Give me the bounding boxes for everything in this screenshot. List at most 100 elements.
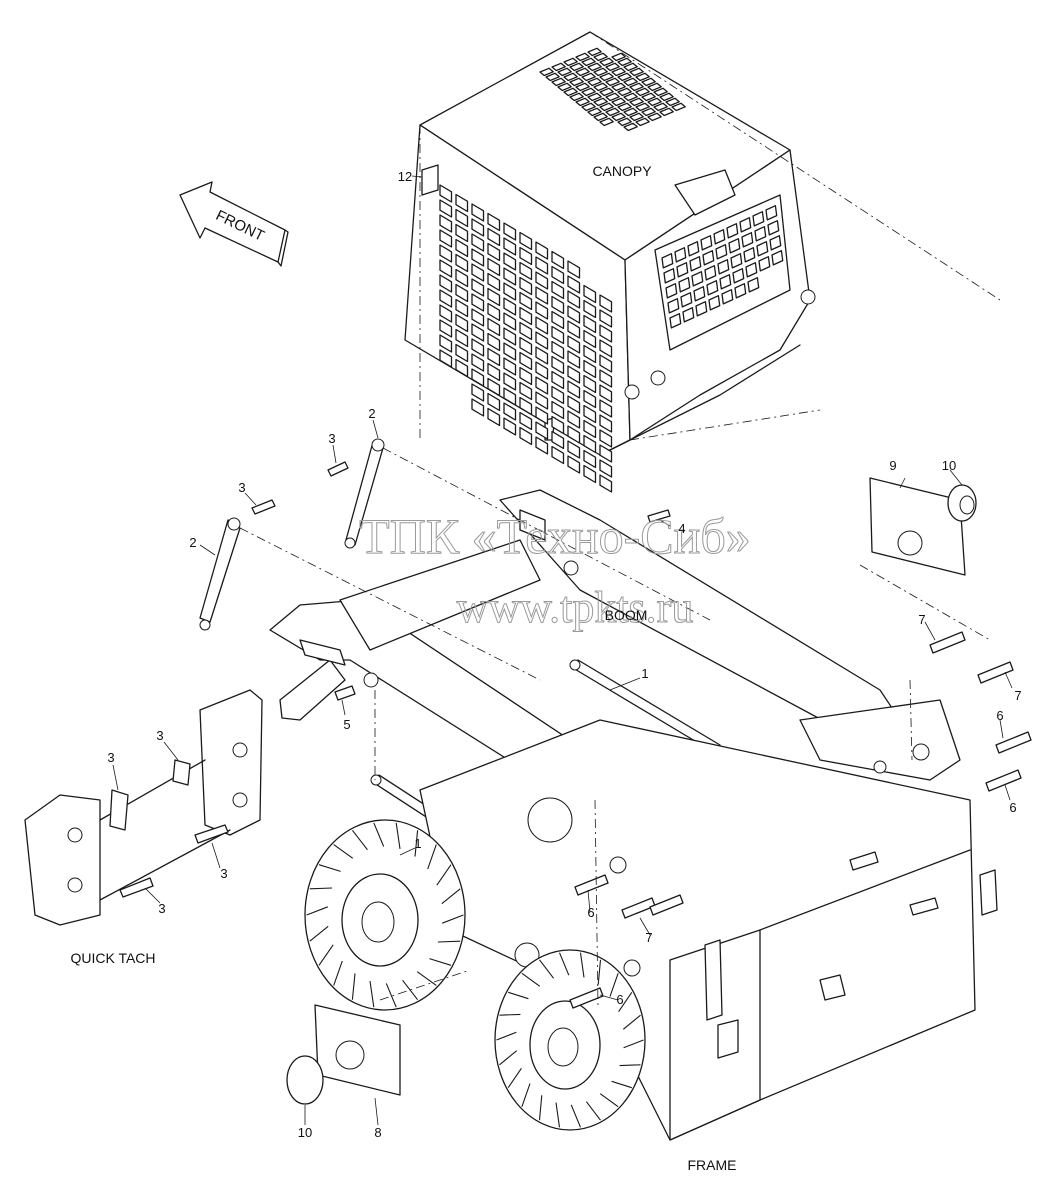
mesh-cell <box>617 117 632 127</box>
mesh-cell <box>551 445 565 465</box>
tread-lug <box>441 888 461 905</box>
pin-7 <box>977 661 1014 684</box>
mesh-cell <box>567 275 581 294</box>
mesh-cell <box>439 259 453 278</box>
mesh-cell <box>752 211 765 227</box>
tread-lug <box>521 1083 531 1107</box>
mesh-cell <box>581 102 596 112</box>
callout-3: 3 <box>328 431 335 446</box>
tread-lug <box>385 983 397 1008</box>
mesh-cell <box>611 82 626 92</box>
mesh-cell <box>535 406 549 425</box>
mesh-cell <box>635 87 650 97</box>
quick-tach-boss <box>232 742 248 758</box>
mesh-cell <box>583 434 597 454</box>
canopy-assembly <box>404 31 816 493</box>
mesh-cell <box>503 402 517 421</box>
callout-6: 6 <box>616 992 623 1007</box>
tread-lug <box>442 914 464 924</box>
mesh-cell <box>713 229 726 245</box>
mesh-cell <box>623 107 638 117</box>
mesh-cell <box>708 295 721 311</box>
mesh-cell <box>487 302 501 322</box>
mesh-cell <box>563 57 578 67</box>
mesh-cell <box>583 389 597 409</box>
mesh-cell <box>623 122 638 132</box>
mesh-cell <box>647 97 662 107</box>
tread-lug <box>306 906 328 916</box>
tread-lug <box>318 864 341 872</box>
mesh-cell <box>455 298 469 318</box>
mesh-cell <box>487 257 501 277</box>
mesh-cell <box>583 359 597 379</box>
mesh-cell <box>611 52 626 62</box>
mesh-cell <box>567 380 581 399</box>
mesh-cell <box>487 212 501 232</box>
mesh-cell <box>682 307 695 323</box>
mesh-cell <box>623 92 638 102</box>
canopy-side-mesh <box>439 184 613 493</box>
tread-lug <box>414 830 419 857</box>
mesh-cell <box>567 425 581 444</box>
mesh-cell <box>599 399 613 418</box>
mesh-cell <box>567 305 581 324</box>
mesh-cell <box>583 374 597 394</box>
mesh-cell <box>563 87 578 97</box>
mesh-cell <box>567 395 581 414</box>
tread-lug <box>427 844 437 870</box>
mesh-cell <box>439 244 453 263</box>
mesh-cell <box>503 387 517 406</box>
mesh-cell <box>519 366 533 386</box>
pivot-pins <box>569 631 1032 1009</box>
mesh-cell <box>567 410 581 429</box>
mesh-cell <box>769 235 782 251</box>
mesh-cell <box>641 77 656 87</box>
part-9-cover-plate <box>869 477 966 576</box>
mesh-cell <box>539 67 554 77</box>
frame-front-face <box>669 929 761 1141</box>
mesh-cell <box>551 77 566 87</box>
tread-lug <box>619 1064 641 1067</box>
frame-axle-opening <box>527 797 573 843</box>
frame-handle <box>717 1019 739 1059</box>
mesh-cell <box>551 430 565 450</box>
cylinder-eye <box>344 537 356 549</box>
mesh-cell <box>519 426 533 446</box>
pin-6 <box>574 874 609 896</box>
mesh-cell <box>617 57 632 67</box>
callout-7: 7 <box>918 612 925 627</box>
mesh-cell <box>471 263 485 282</box>
boom-slot <box>519 509 546 541</box>
pin <box>334 685 356 701</box>
mesh-cell <box>551 385 565 405</box>
quick-tach-pin <box>119 877 154 898</box>
mesh-cell <box>674 247 687 263</box>
mesh-cell <box>487 407 501 427</box>
mesh-cell <box>551 250 565 270</box>
mesh-cell <box>629 82 644 92</box>
mesh-cell <box>567 320 581 339</box>
quick-tach-lever <box>109 789 129 831</box>
mesh-cell <box>599 429 613 448</box>
tread-lug <box>597 959 602 985</box>
frame-tie-down <box>979 869 998 916</box>
mesh-cell <box>471 368 485 387</box>
mesh-cell <box>519 396 533 416</box>
mesh-cell <box>599 117 614 127</box>
tread-lug <box>395 822 401 849</box>
mesh-cell <box>439 289 453 308</box>
frame-tab <box>849 851 879 871</box>
tread-lug <box>437 940 461 943</box>
mesh-cell <box>661 253 674 269</box>
tread-lug <box>611 1080 632 1089</box>
mesh-cell <box>563 72 578 82</box>
mesh-cell <box>593 112 608 122</box>
boom-pin-boss <box>563 560 579 576</box>
mesh-cell <box>667 298 680 314</box>
tread-lug <box>521 972 541 987</box>
mesh-cell <box>567 290 581 309</box>
mesh-cell <box>617 72 632 82</box>
mesh-cell <box>583 404 597 424</box>
mesh-cell <box>678 277 691 293</box>
canopy-mount-boss <box>800 289 816 305</box>
